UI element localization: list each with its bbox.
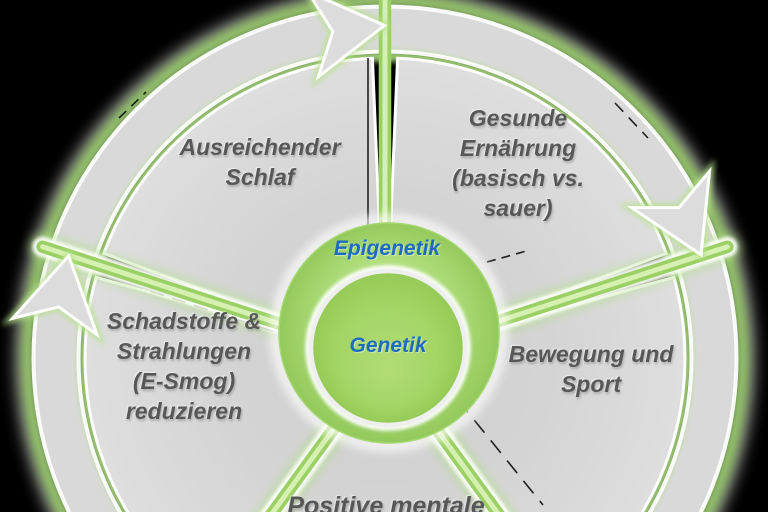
- arrowhead-top-icon: [297, 0, 393, 89]
- shadow-artifact: [486, 249, 531, 263]
- segment-label-bewegung-und-sport: Bewegung und Sport: [508, 341, 674, 397]
- arrowhead-right-icon: [618, 158, 715, 262]
- ring-outer-white-halo: [14, 0, 756, 512]
- epigenetik-label: Epigenetik: [333, 237, 441, 260]
- epigenetik-circle-glow: [271, 215, 507, 451]
- genetik-circle: [308, 268, 468, 428]
- segment-label-positive-mentale: Positive mentale: [287, 492, 485, 512]
- segment-label-ausreichender-schlaf: Ausreichender Schlaf: [179, 134, 341, 190]
- arrowhead-left-icon: [1, 248, 106, 346]
- spoke-lower-left: [257, 389, 366, 512]
- segment-label-gesunde-ernaehrung: Gesunde Ernährung (basisch vs. sauer): [452, 105, 584, 221]
- center-circles: [271, 215, 507, 451]
- spoke-lower-right: [404, 389, 513, 512]
- genetik-label: Genetik: [349, 334, 427, 357]
- shadow-artifact: [614, 102, 649, 139]
- shadow-artifact: [118, 91, 147, 119]
- segment-label-schadstoffe: Schadstoffe & Strahlungen (E-Smog) reduz…: [106, 308, 262, 424]
- segment-wedge-bewegung-und-sport: [382, 275, 687, 512]
- shadow-artifact: [457, 399, 544, 506]
- ring-arrowheads: [1, 0, 715, 346]
